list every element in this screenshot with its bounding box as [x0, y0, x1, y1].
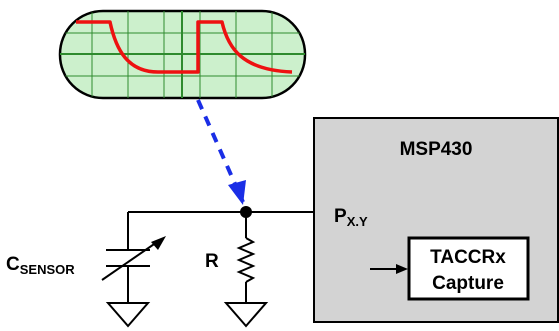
capture-register-box: [407, 236, 530, 301]
variable-capacitor-icon: [101, 236, 166, 281]
register-label-line1: TACCRx: [430, 247, 506, 268]
ground-icon: [105, 302, 151, 328]
resistor-label: R: [205, 251, 219, 272]
resistor-icon: [236, 237, 256, 283]
waveform: [76, 20, 293, 74]
ground-icon: [223, 302, 269, 328]
wiring: [127, 211, 314, 303]
port-label: PX.Y: [334, 206, 368, 229]
scope-grid-ticks: [60, 11, 305, 98]
mcu-title: MSP430: [400, 139, 473, 160]
probe-arrow-head: [228, 180, 246, 205]
capture-input-arrow-head: [396, 264, 408, 274]
junction-node: [240, 206, 252, 218]
register-label-line2: Capture: [432, 273, 504, 294]
oscilloscope-icon: [58, 9, 307, 100]
capacitor-label: CSENSOR: [6, 254, 75, 277]
